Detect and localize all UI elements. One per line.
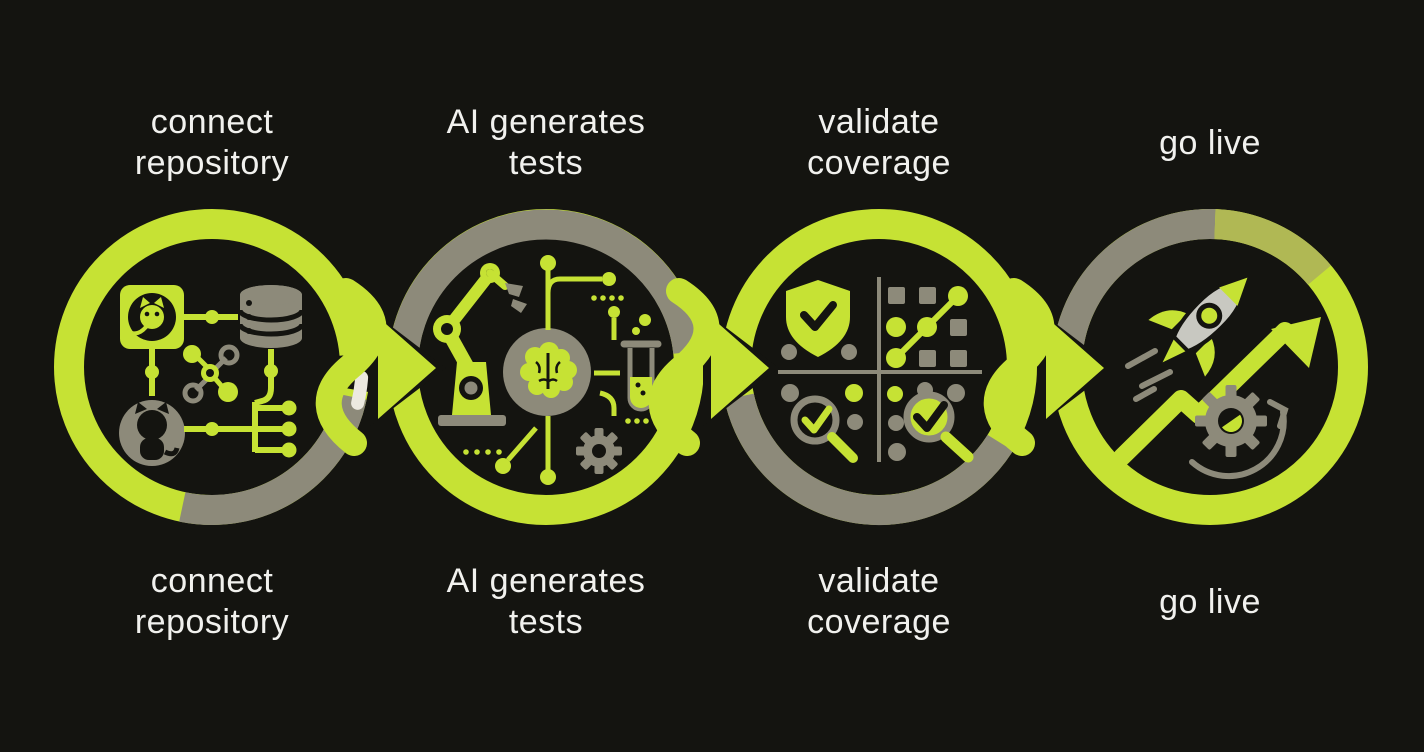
robot-arm-icon: [433, 263, 527, 426]
ring-gray-segment: [724, 393, 1014, 526]
github-logo-icon: [120, 285, 184, 349]
quadrant-lines: [778, 277, 982, 462]
rocket-icon: [1125, 276, 1249, 402]
database-icon: [237, 285, 305, 348]
brain-icon: [503, 328, 591, 416]
ring-gray-segment: [1053, 209, 1216, 350]
ring-highlight: [351, 371, 369, 410]
step-circle-ai-generates-tests: [388, 209, 704, 525]
step-circle-connect-repository: [54, 209, 374, 526]
step-circle-validate-coverage: [721, 209, 1037, 526]
step-label-bottom-validate-coverage: validate coverage: [807, 562, 951, 641]
gear-icon: [576, 428, 622, 474]
growth-arrow-icon: [1113, 317, 1321, 466]
magnifier-check-icon: [781, 384, 863, 463]
ring-olive-segment: [1214, 209, 1331, 286]
circuit-icon: [463, 255, 651, 485]
step-label-top-ai-generates-tests: AI generates tests: [446, 103, 646, 182]
step-label-bottom-ai-generates-tests: AI generates tests: [446, 562, 646, 641]
shield-check-icon: [781, 280, 857, 360]
magnifier-check-filled-icon: [887, 382, 974, 463]
step-label-top-go-live: go live: [1159, 123, 1261, 162]
step-circle-go-live: [1052, 209, 1368, 525]
flow-arrow-icon: [648, 278, 779, 456]
step-label-bottom-go-live: go live: [1159, 582, 1261, 621]
refresh-arrow-icon: [1189, 399, 1289, 480]
flow-arrow-icon: [983, 278, 1114, 456]
git-branch-icon: [184, 349, 297, 458]
repo-link-line: [145, 310, 238, 396]
flow-arrow-icon: [315, 278, 446, 456]
git-network-icon: [182, 344, 240, 404]
step-label-bottom-connect-repository: connect repository: [134, 562, 290, 641]
octocat-icon: [119, 400, 185, 466]
step-label-top-connect-repository: connect repository: [134, 103, 290, 182]
gear-icon: [1195, 385, 1267, 457]
coverage-grid-icon: [886, 286, 968, 368]
step-label-top-validate-coverage: validate coverage: [807, 103, 951, 182]
